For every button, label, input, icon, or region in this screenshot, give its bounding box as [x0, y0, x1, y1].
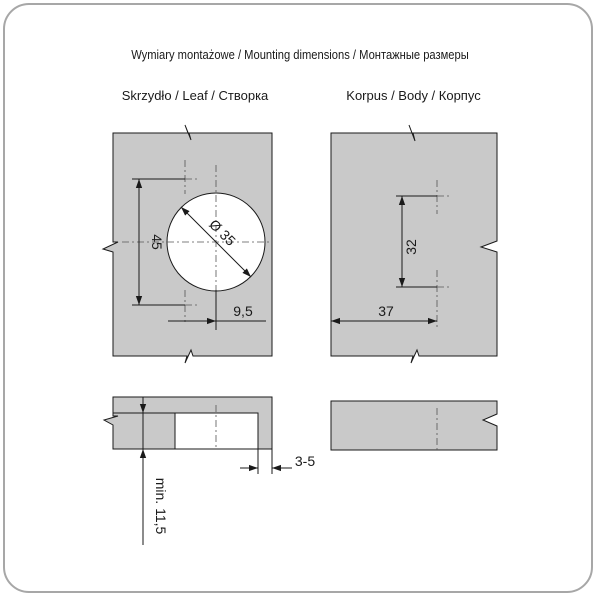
diagram-title: Wymiary montażowe / Mounting dimensions …: [131, 47, 469, 62]
dim-9-5: [168, 290, 266, 330]
dim-min-11-5: [113, 397, 175, 545]
dim-32-label: 32: [403, 239, 419, 255]
body-side-section: [330, 400, 498, 451]
dim-32: [396, 195, 437, 288]
leaf-label: Skrzydło / Leaf / Створка: [121, 88, 269, 103]
body-front-panel: [330, 124, 498, 364]
dim-45-label: 45: [149, 234, 165, 250]
dim-3-5-label: 3-5: [295, 453, 315, 469]
dim-3-5: [240, 449, 292, 474]
body-label: Korpus / Body / Корпус: [346, 88, 481, 103]
dim-45: [132, 178, 185, 306]
dim-9-5-label: 9,5: [233, 303, 253, 319]
dim-37-label: 37: [378, 303, 394, 319]
dim-35-line: [180, 206, 252, 278]
leaf-side-section: [102, 396, 273, 450]
dim-min-11-5-label: min. 11,5: [153, 478, 169, 535]
